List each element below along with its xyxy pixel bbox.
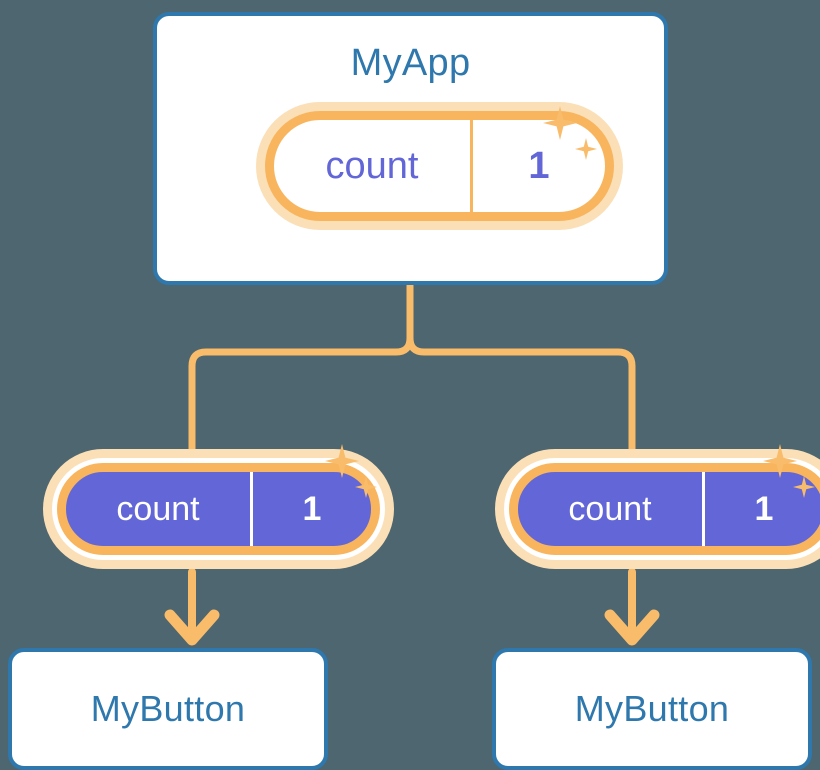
state-pill-left[interactable]: count 1 xyxy=(57,463,380,555)
connector-trunk-split-right xyxy=(406,282,636,474)
state-pill-value: 1 xyxy=(470,120,605,212)
component-title-mybutton-left: MyButton xyxy=(90,688,246,729)
state-pill-value: 1 xyxy=(702,472,820,546)
state-pill-myapp[interactable]: count 1 xyxy=(265,111,614,221)
connector-trunk-split xyxy=(188,282,414,474)
arrow-down-left-head xyxy=(164,609,220,646)
state-pill-body: count 1 xyxy=(509,463,820,555)
state-pill-key: count xyxy=(116,490,200,528)
state-pill-body: count 1 xyxy=(57,463,380,555)
state-pill-body: count 1 xyxy=(265,111,614,221)
component-card-mybutton-right[interactable]: MyButton xyxy=(492,648,812,770)
component-title-mybutton-right: MyButton xyxy=(574,688,730,729)
state-pill-key: count xyxy=(568,490,652,528)
state-pill-right[interactable]: count 1 xyxy=(509,463,820,555)
component-title-myapp: MyApp xyxy=(350,42,471,84)
component-card-mybutton-left[interactable]: MyButton xyxy=(8,648,328,770)
state-pill-value: 1 xyxy=(250,472,371,546)
state-pill-key: count xyxy=(325,145,419,187)
arrow-down-right-head xyxy=(604,609,660,646)
